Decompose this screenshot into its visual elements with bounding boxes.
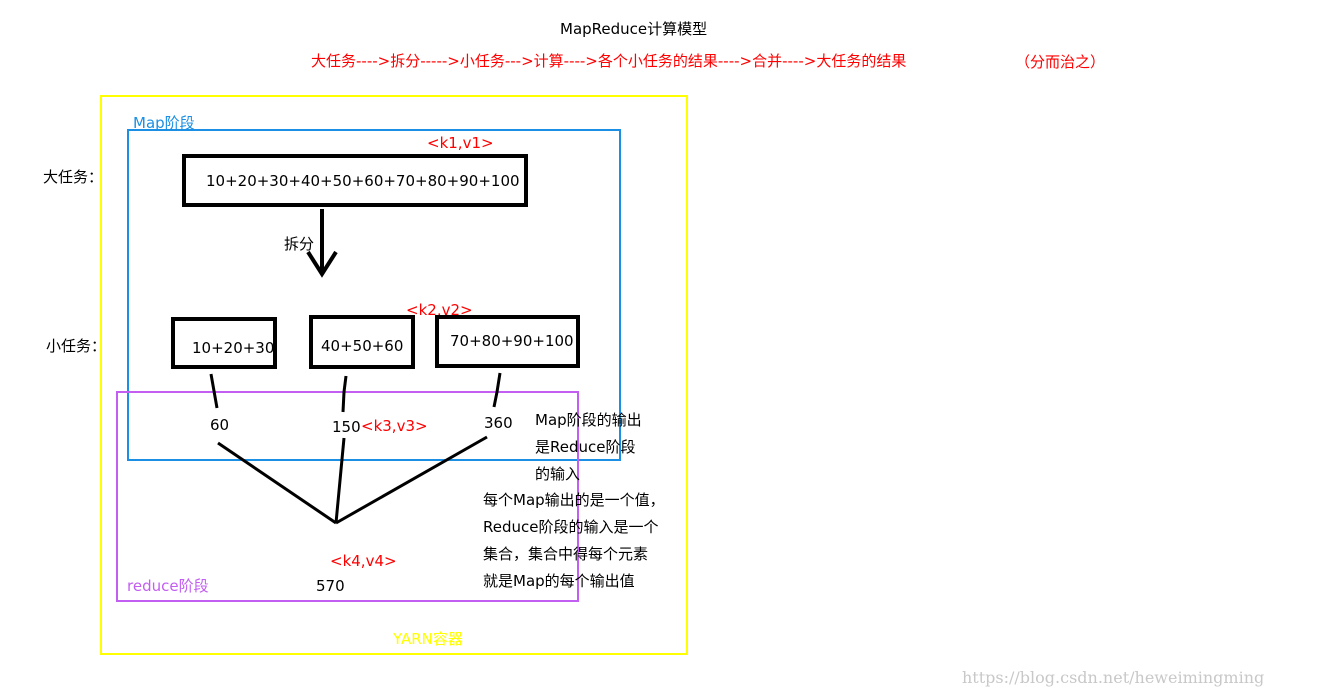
merge-line-2: [334, 437, 346, 524]
small-task-box-1: 10+20+30: [171, 317, 277, 369]
kv-label-k2v2: <k2,v2>: [406, 301, 473, 319]
flow-note: （分而治之）: [1015, 53, 1106, 71]
small-task-box-2: 40+50+60: [309, 315, 415, 369]
map-phase-label: Map阶段: [133, 114, 195, 132]
connector-task3-result: [492, 372, 502, 408]
small-task-expression-2: 40+50+60: [321, 337, 404, 355]
explanation-note-line-2: Reduce阶段的输入是一个: [483, 518, 659, 536]
small-task-box-3: 70+80+90+100: [435, 315, 580, 368]
big-task-box: 10+20+30+40+50+60+70+80+90+100: [182, 154, 528, 207]
yarn-container-label: YARN容器: [393, 630, 463, 648]
explanation-note: 每个Map输出的是一个值， Reduce阶段的输入是一个 集合，集合中得每个元素…: [483, 487, 665, 595]
flow-description: 大任务---->拆分----->小任务--->计算---->各个小任务的结果--…: [311, 52, 907, 70]
map-output-note-line-2: 是Reduce阶段: [535, 438, 636, 456]
small-task-label: 小任务：: [46, 337, 107, 355]
map-output-note: Map阶段的输出 是Reduce阶段 的输入: [535, 407, 642, 488]
split-label: 拆分: [284, 235, 315, 253]
final-result: 570: [316, 577, 345, 595]
connector-task2-result: [341, 375, 348, 413]
split-arrow-head: [306, 250, 338, 278]
map-phase-box: [127, 129, 621, 461]
big-task-expression: 10+20+30+40+50+60+70+80+90+100: [206, 172, 520, 190]
kv-label-k4v4: <k4,v4>: [330, 552, 397, 570]
big-task-label: 大任务：: [43, 168, 104, 186]
merge-line-1: [217, 441, 337, 525]
map-output-note-line-3: 的输入: [535, 465, 581, 483]
map-output-note-line-1: Map阶段的输出: [535, 411, 642, 429]
explanation-note-line-4: 就是Map的每个输出值: [483, 572, 635, 590]
partial-result-1: 60: [210, 416, 230, 434]
reduce-phase-box: [116, 391, 579, 602]
reduce-phase-label: reduce阶段: [127, 577, 209, 595]
explanation-note-line-3: 集合，集合中得每个元素: [483, 545, 649, 563]
connector-task1-result: [209, 373, 219, 409]
diagram-title: MapReduce计算模型: [560, 20, 708, 38]
small-task-expression-3: 70+80+90+100: [450, 332, 574, 350]
kv-label-k3v3: <k3,v3>: [361, 417, 428, 435]
yarn-container-box: [100, 95, 688, 655]
partial-result-3: 360: [484, 414, 513, 432]
partial-result-2: 150: [332, 418, 361, 436]
watermark: https://blog.csdn.net/heweimingming: [962, 668, 1265, 687]
kv-label-k1v1: <k1,v1>: [427, 134, 494, 152]
small-task-expression-1: 10+20+30: [192, 339, 275, 357]
merge-line-3: [335, 435, 488, 525]
explanation-note-line-1: 每个Map输出的是一个值，: [483, 491, 665, 509]
